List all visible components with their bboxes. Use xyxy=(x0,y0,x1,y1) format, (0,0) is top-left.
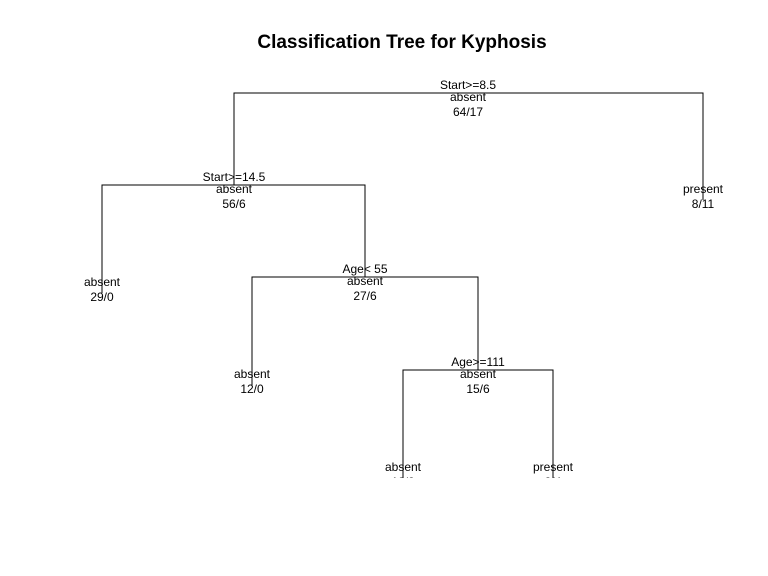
class-label-n22: absent xyxy=(385,460,422,474)
tree-node-labels: Start>=8.5absent64/17Start>=14.5absent56… xyxy=(84,78,724,489)
counts-label-n10: 12/0 xyxy=(240,382,264,396)
class-label-n4: absent xyxy=(84,275,121,289)
tree-branch-n2 xyxy=(101,184,366,293)
split-label-n2: Start>=14.5 xyxy=(203,170,266,184)
class-label-n11: absent xyxy=(460,367,497,381)
counts-label-n3: 8/11 xyxy=(692,197,715,211)
tree-branch-n5 xyxy=(251,276,479,385)
class-label-n2: absent xyxy=(216,182,253,196)
split-label-root: Start>=8.5 xyxy=(440,78,496,92)
class-label-root: absent xyxy=(450,90,487,104)
counts-label-n2: 56/6 xyxy=(222,197,246,211)
split-label-n5: Age< 55 xyxy=(342,262,387,276)
counts-label-root: 64/17 xyxy=(453,105,483,119)
split-label-n11: Age>=111 xyxy=(451,355,505,369)
tree-branch-n11 xyxy=(402,369,554,478)
class-label-n5: absent xyxy=(347,274,384,288)
plot-clip-mask xyxy=(0,478,768,576)
plot-title: Classification Tree for Kyphosis xyxy=(257,32,546,53)
counts-label-n5: 27/6 xyxy=(353,289,377,303)
class-label-n10: absent xyxy=(234,367,271,381)
class-label-n23: present xyxy=(533,460,574,474)
counts-label-n4: 29/0 xyxy=(90,290,114,304)
tree-edges xyxy=(101,92,704,478)
class-label-n3: present xyxy=(683,182,724,196)
tree-branch-root xyxy=(233,92,704,200)
counts-label-n11: 15/6 xyxy=(466,382,490,396)
